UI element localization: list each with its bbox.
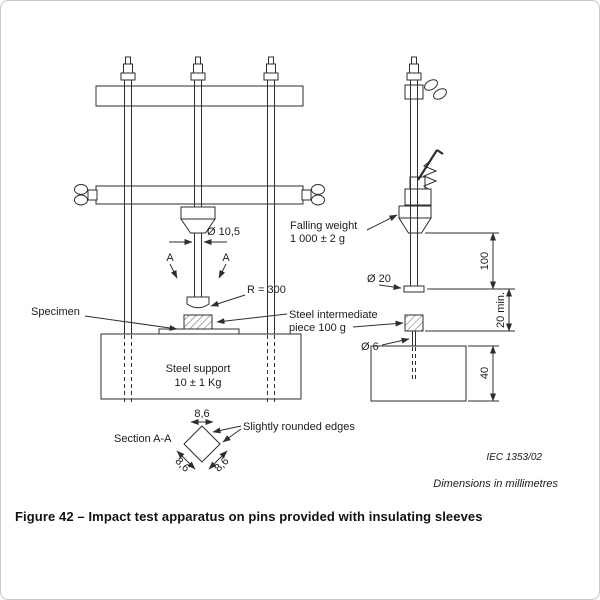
side-view-annotations: Ø 20 Ø 6 100 20 min. 40 [361, 232, 515, 402]
figure-footer: IEC 1353/02 Dimensions in millimetres [433, 452, 558, 490]
wing-nut-left [74, 184, 98, 206]
section-mark-a-left: A [166, 252, 174, 264]
frame-rods [124, 80, 275, 334]
specimen-pin [412, 331, 416, 346]
shaft-diameter-label: Ø 10,5 [207, 226, 240, 238]
side-rod [410, 80, 418, 286]
clamp-collar [404, 84, 424, 100]
top-bolt-side [406, 56, 422, 81]
side-view [370, 56, 467, 402]
intermediate-piece-front [183, 314, 213, 330]
top-bolts [120, 56, 279, 81]
guide-crossbar [95, 185, 304, 205]
units-note: Dimensions in millimetres [433, 478, 558, 490]
drop-height-dim: 100 [479, 252, 491, 270]
striker-blade [186, 296, 210, 309]
support-block-side [370, 345, 467, 402]
blade-width-left-dim: 8,6 [172, 455, 191, 474]
wing-nut-right [301, 184, 325, 206]
falling-weight-label-line1: Falling weight [290, 220, 357, 232]
support-label-line2: 10 ± 1 Kg [174, 377, 221, 389]
figure-caption: Figure 42 – Impact test apparatus on pin… [15, 509, 483, 524]
rods-hidden-in-block [124, 335, 275, 405]
blade-width-right-dim: 8,6 [212, 455, 231, 474]
pin-hidden-in-block [412, 347, 416, 379]
intermediate-piece-side [404, 314, 424, 332]
foot-diameter-label: Ø 20 [367, 273, 391, 285]
support-height-dim: 40 [479, 367, 491, 379]
top-crossbar [95, 85, 304, 107]
pin-diameter-label: Ø 6 [361, 341, 379, 353]
intermediate-label-line1: Steel intermediate [289, 309, 378, 321]
section-a-a-detail: Section A-A 8,6 8,6 8,6 Slightly rounded… [114, 408, 355, 475]
support-label-line1: Steel support [166, 363, 231, 375]
section-mark-a-right: A [222, 252, 230, 264]
striker-foot [403, 285, 425, 293]
front-view-annotations: Ø 10,5 A A R = 300 Specimen Falling weig… [31, 214, 404, 334]
specimen-label: Specimen [31, 306, 80, 318]
intermediate-label-line2: piece 100 g [289, 322, 346, 334]
release-lever [417, 149, 444, 181]
front-view: Steel support 10 ± 1 Kg [74, 56, 325, 405]
blade-width-top-dim: 8,6 [194, 408, 209, 420]
falling-weight-front [180, 206, 216, 234]
wing-nut-side [424, 79, 447, 100]
specimen-shape [158, 328, 240, 335]
standard-ref: IEC 1353/02 [486, 452, 542, 463]
falling-weight-label-line2: 1 000 ± 2 g [290, 233, 345, 245]
apparatus-drawing: Steel support 10 ± 1 Kg Ø 10,5 A A R = 3… [31, 56, 558, 490]
section-title: Section A-A [114, 433, 172, 445]
clearance-dim: 20 min. [495, 292, 507, 328]
falling-weight-side [398, 205, 432, 234]
striker-radius-label: R = 300 [247, 284, 286, 296]
spring [422, 160, 438, 192]
rounded-edges-note: Slightly rounded edges [243, 421, 355, 433]
